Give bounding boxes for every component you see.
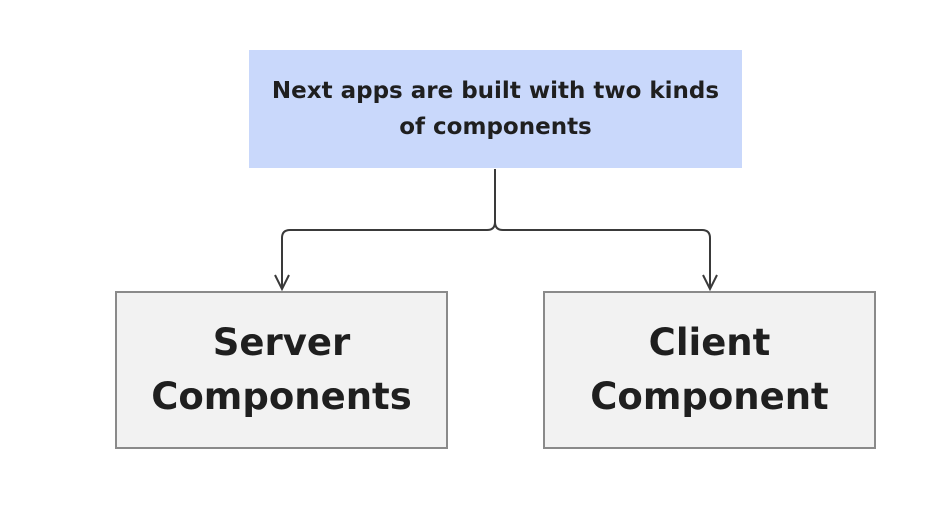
client-component-node[interactable]: Client Component xyxy=(543,291,876,449)
root-node-label: Next apps are built with two kinds of co… xyxy=(271,78,720,140)
connector-to-client-component xyxy=(494,221,711,288)
server-components-node[interactable]: Server Components xyxy=(115,291,448,449)
arrow-to-server-components xyxy=(274,274,290,292)
connector-to-server-components xyxy=(281,169,496,288)
arrow-to-client-component xyxy=(702,274,718,292)
server-components-label: Server Components xyxy=(151,321,412,418)
root-node[interactable]: Next apps are built with two kinds of co… xyxy=(249,50,742,168)
client-component-label: Client Component xyxy=(590,321,829,418)
